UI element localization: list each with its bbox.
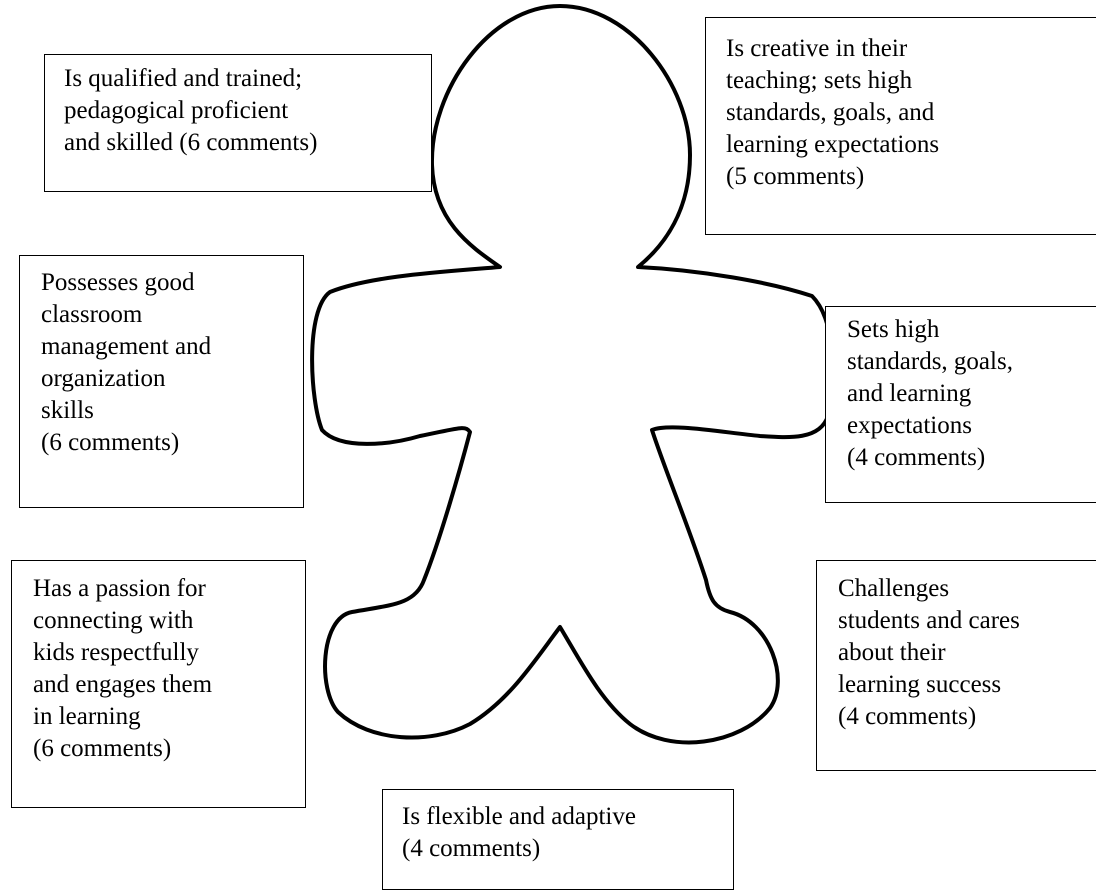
box-text-line: standards, goals, (847, 348, 1013, 375)
box-text-line: (6 comments) (33, 735, 172, 762)
box-text-line: learning expectations (726, 131, 940, 158)
box-text-line: organization (41, 365, 166, 392)
label-box-challenges: Challenges students and cares about thei… (816, 560, 1096, 771)
box-text-line: learning success (838, 671, 1002, 698)
box-text-line: Is qualified and trained; (64, 65, 303, 92)
box-text-line: about their (838, 639, 946, 666)
box-text-line: (5 comments) (726, 163, 865, 190)
box-text-line: expectations (847, 412, 972, 439)
box-text-line: (4 comments) (847, 444, 986, 471)
label-box-creative: Is creative in their teaching; sets high… (705, 17, 1096, 235)
box-text-line: management and (41, 333, 212, 360)
box-text-line: Challenges (838, 575, 950, 602)
box-text-line: Has a passion for (33, 575, 206, 602)
box-text-line: kids respectfully (33, 639, 199, 666)
label-box-flexible: Is flexible and adaptive (4 comments) (382, 789, 734, 890)
box-text-line: (4 comments) (838, 703, 977, 730)
box-text-line: and learning (847, 380, 972, 407)
box-text-line: Is flexible and adaptive (402, 803, 636, 830)
box-text-line: connecting with (33, 607, 194, 634)
box-text-line: Is creative in their (726, 35, 908, 62)
label-box-classroom-management: Possesses good classroom management and … (19, 255, 304, 508)
box-text-line: standards, goals, and (726, 99, 935, 126)
box-text-line: (4 comments) (402, 835, 541, 862)
box-text-line: (6 comments) (41, 429, 180, 456)
box-text-line: in learning (33, 703, 141, 730)
box-text-line: classroom (41, 301, 143, 328)
label-box-qualified: Is qualified and trained; pedagogical pr… (44, 54, 432, 192)
box-text-line: and skilled (6 comments) (64, 129, 318, 156)
box-text-line: teaching; sets high (726, 67, 913, 94)
box-text-line: Possesses good (41, 269, 195, 296)
box-text-line: Sets high (847, 316, 940, 343)
box-text-line: pedagogical proficient (64, 97, 289, 124)
label-box-passion: Has a passion for connecting with kids r… (11, 560, 306, 808)
label-box-high-standards: Sets high standards, goals, and learning… (825, 306, 1096, 503)
box-text-line: skills (41, 397, 94, 424)
box-text-line: students and cares (838, 607, 1020, 634)
box-text-line: and engages them (33, 671, 213, 698)
